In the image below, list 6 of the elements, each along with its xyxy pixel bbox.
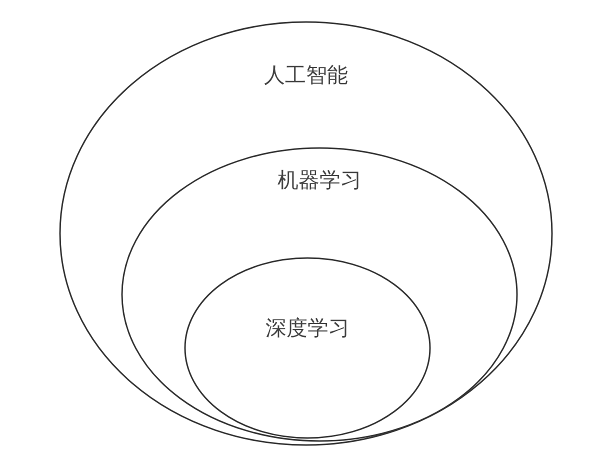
set-ellipse — [60, 22, 552, 445]
set-label: 人工智能 — [264, 62, 348, 88]
set-label: 深度学习 — [266, 315, 350, 341]
set-ellipse — [122, 148, 517, 441]
set-ellipse — [185, 258, 430, 438]
set-label: 机器学习 — [278, 167, 362, 193]
